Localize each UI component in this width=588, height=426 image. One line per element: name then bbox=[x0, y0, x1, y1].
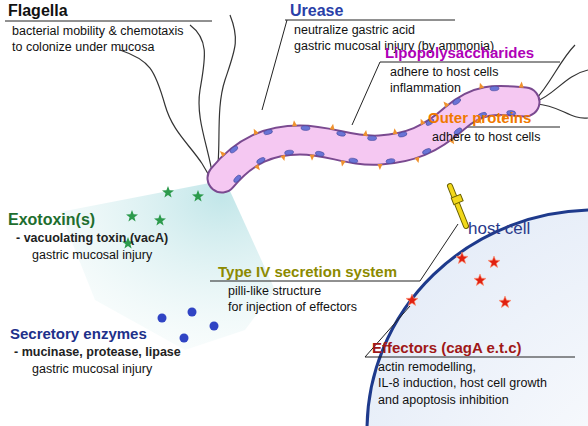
surface-protein bbox=[284, 150, 293, 155]
outer-protein bbox=[254, 164, 260, 170]
part-note: bacterial mobility & chemotaxis to colon… bbox=[12, 23, 184, 56]
outer-protein bbox=[393, 128, 398, 134]
surface-protein bbox=[422, 147, 432, 155]
node-label: host cell bbox=[468, 219, 530, 239]
surface-protein bbox=[233, 174, 243, 184]
part-note: - mucinase, protease, lipase bbox=[14, 344, 181, 360]
part-name: Urease bbox=[290, 1, 343, 22]
outer-protein bbox=[479, 83, 484, 89]
outer-protein bbox=[378, 164, 383, 170]
outer-protein bbox=[444, 102, 450, 108]
outer-protein bbox=[363, 130, 368, 136]
surface-protein bbox=[452, 97, 462, 106]
surface-protein bbox=[229, 145, 239, 154]
outer-protein bbox=[415, 157, 420, 163]
outer-protein bbox=[292, 120, 297, 126]
surface-protein bbox=[263, 129, 273, 136]
part-note: gastric mucosal injury bbox=[32, 247, 152, 263]
outer-protein bbox=[330, 124, 335, 130]
part-note: adhere to host cells bbox=[432, 129, 540, 145]
outer-protein bbox=[310, 155, 315, 161]
part-name: Lipopolysaccharides bbox=[385, 43, 534, 63]
outer-protein bbox=[254, 129, 259, 135]
part-note: pilli-like structure for injection of ef… bbox=[228, 283, 357, 316]
part-name: Type IV secretion system bbox=[218, 262, 397, 282]
enzyme-dots bbox=[158, 308, 219, 343]
outer-protein bbox=[519, 82, 524, 88]
part-note: actin remodelling, IL-8 induction, host … bbox=[378, 359, 547, 408]
outer-protein bbox=[280, 155, 285, 161]
part-note: gastric mucosal injury bbox=[32, 361, 152, 377]
surface-protein bbox=[398, 131, 408, 138]
surface-protein bbox=[386, 158, 395, 164]
part-name: Exotoxin(s) bbox=[8, 210, 95, 231]
outer-protein bbox=[421, 119, 426, 126]
surface-protein bbox=[490, 86, 499, 91]
surface-protein bbox=[315, 151, 325, 157]
leader-lines bbox=[5, 20, 560, 150]
surface-protein bbox=[349, 158, 359, 164]
outer-protein bbox=[220, 151, 226, 157]
surface-protein bbox=[368, 136, 377, 141]
host-cell: host cell bbox=[365, 200, 588, 426]
part-name: Flagella bbox=[8, 1, 68, 22]
surface-protein bbox=[336, 130, 346, 136]
part-note: adhere to host cells inflammation bbox=[390, 64, 498, 97]
flagella bbox=[120, 15, 588, 185]
part-name: Effectors (cagA e.t.c) bbox=[372, 338, 521, 358]
part-name: Secretory enzymes bbox=[10, 324, 147, 344]
part-note: - vacuolating toxin (vacA) bbox=[16, 230, 168, 246]
secretion-system bbox=[450, 186, 466, 226]
cell-membrane bbox=[367, 210, 588, 426]
surface-protein bbox=[256, 157, 266, 165]
part-name: Outer proteins bbox=[428, 108, 531, 128]
outer-protein bbox=[341, 160, 346, 166]
surface-protein bbox=[301, 126, 310, 131]
